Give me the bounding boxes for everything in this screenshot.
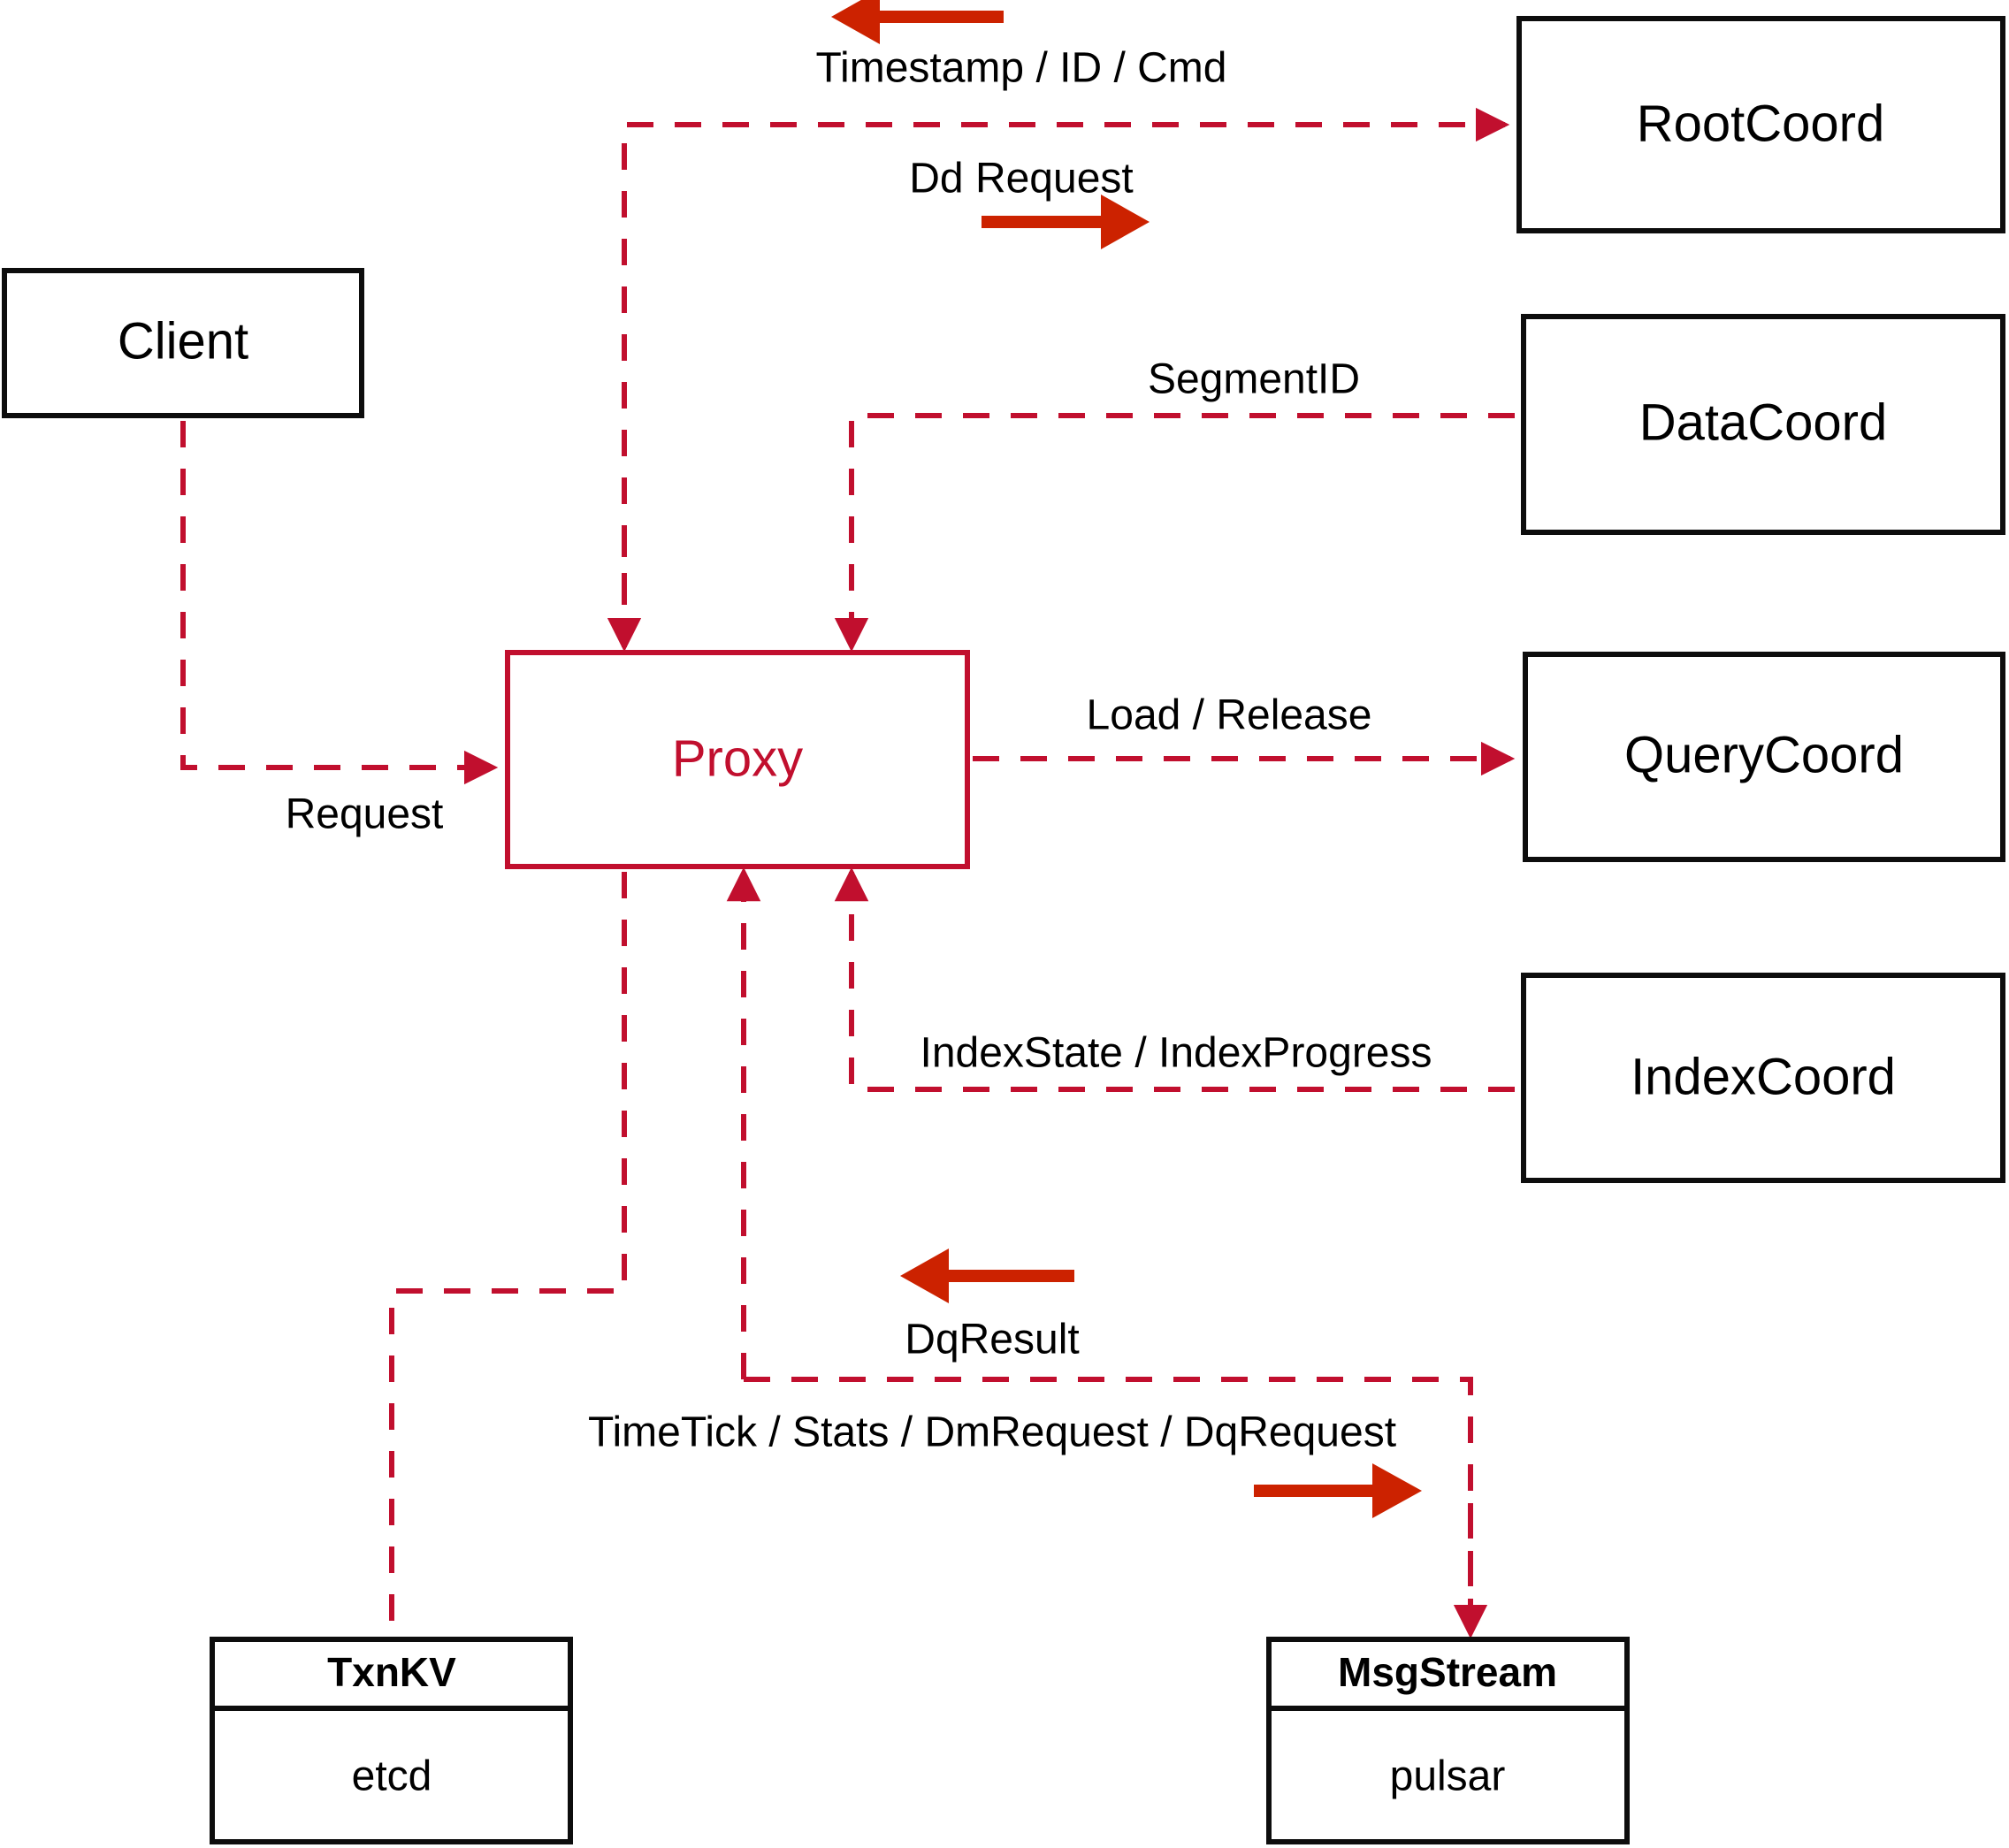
- node-txnkv-impl: etcd: [352, 1753, 432, 1800]
- node-rootcoord[interactable]: [1516, 16, 2005, 233]
- edge-label-request: Request: [286, 791, 444, 838]
- node-client[interactable]: [2, 268, 364, 418]
- flow-client-to-proxy: [180, 421, 499, 785]
- node-client-label: Client: [118, 312, 248, 370]
- flow-proxy-to-txnkv: [389, 872, 627, 1634]
- edge-label-timetick-stats: TimeTick / Stats / DmRequest / DqRequest: [588, 1409, 1396, 1456]
- flow-proxy-to-msgstream: [744, 1377, 1473, 1627]
- direction-arrow-timetick: [1254, 1463, 1422, 1518]
- node-proxy-label: Proxy: [672, 729, 803, 787]
- node-msgstream-impl: pulsar: [1390, 1753, 1506, 1800]
- direction-arrow-timestamp: [831, 0, 1004, 44]
- direction-arrow-dqresult: [900, 1249, 1074, 1303]
- node-querycoord[interactable]: [1523, 652, 2005, 862]
- node-msgstream[interactable]: [1266, 1637, 1630, 1844]
- flow-datacoord-to-proxy: [834, 413, 1515, 653]
- node-proxy[interactable]: [505, 650, 970, 869]
- node-txnkv[interactable]: [210, 1637, 573, 1844]
- node-querycoord-label: QueryCoord: [1624, 726, 1904, 783]
- edge-label-load-release: Load / Release: [1087, 692, 1372, 739]
- node-indexcoord[interactable]: [1521, 973, 2005, 1183]
- node-indexcoord-label: IndexCoord: [1631, 1048, 1896, 1105]
- edge-label-index-state-progress: IndexState / IndexProgress: [920, 1030, 1432, 1077]
- node-txnkv-title: TxnKV: [327, 1649, 456, 1695]
- edge-label-dd-request: Dd Request: [909, 156, 1133, 202]
- edge-label-dq-result: DqResult: [905, 1317, 1079, 1363]
- flow-proxy-to-rootcoord: [622, 107, 1510, 647]
- node-msgstream-title: MsgStream: [1338, 1649, 1557, 1695]
- edge-label-timestamp-id-cmd: Timestamp / ID / Cmd: [816, 45, 1227, 92]
- node-datacoord-label: DataCoord: [1639, 393, 1887, 451]
- edge-label-segment-id: SegmentID: [1148, 356, 1360, 403]
- node-rootcoord-label: RootCoord: [1637, 95, 1884, 152]
- direction-arrow-dd-request: [982, 195, 1150, 249]
- node-datacoord[interactable]: [1521, 314, 2005, 535]
